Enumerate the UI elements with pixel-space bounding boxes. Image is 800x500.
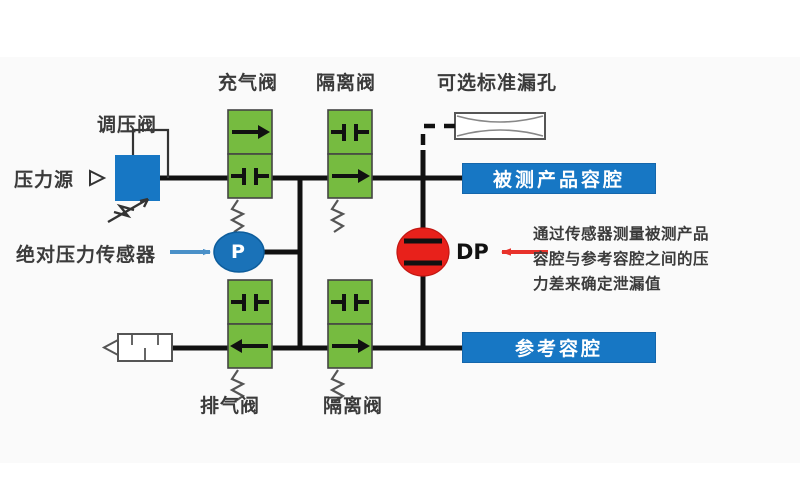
annotation-line-1: 通过传感器测量被测产品 — [533, 225, 710, 243]
label-absolute-pressure-sensor: 绝对压力传感器 — [16, 244, 157, 266]
label-fill-valve: 充气阀 — [218, 72, 279, 94]
product-chamber-box: 被测产品容腔 — [462, 163, 656, 194]
dp-explanation-annotation: 通过传感器测量被测产品 容腔与参考容腔之间的压 力差来确定泄漏值 — [533, 222, 795, 297]
muffler-body — [117, 333, 173, 362]
label-exhaust-valve: 排气阀 — [200, 395, 261, 417]
exhaust-valve-flow-arrow-icon — [230, 339, 268, 353]
muffler-outlet-arrow — [101, 338, 119, 357]
muffler-silencer — [101, 333, 173, 362]
isolation-valve-bottom-blocked-icon — [331, 294, 369, 311]
regulator-adjust-arrow — [107, 197, 150, 224]
pressure-source-inlet-triangle — [89, 169, 107, 187]
optional-leak-orifice — [420, 112, 546, 150]
isolation-valve-top-blocked-icon — [331, 124, 369, 141]
label-pressure-source: 压力源 — [14, 169, 75, 191]
leak-orifice-curve-bottom — [456, 129, 544, 137]
fill-valve-spring-icon — [229, 199, 246, 233]
absolute-pressure-sensor[interactable] — [213, 231, 265, 273]
label-pressure-regulator: 调压阀 — [97, 114, 158, 136]
isolation-valve-top-flow-arrow-icon — [332, 169, 370, 183]
label-optional-leak-orifice: 可选标准漏孔 — [437, 72, 558, 94]
leak-orifice-curve-top — [456, 115, 544, 123]
fill-valve-lower-cell[interactable] — [227, 153, 273, 199]
differential-pressure-sensor[interactable] — [396, 227, 450, 277]
annotation-line-3: 力差来确定泄漏值 — [533, 275, 662, 293]
pressure-regulator — [89, 128, 170, 224]
p-sensor-body[interactable] — [213, 231, 265, 273]
leak-orifice-body — [454, 112, 546, 140]
leak-orifice-dashed-link — [420, 123, 455, 150]
fill-valve-blocked-icon — [231, 168, 269, 185]
label-isolation-valve-bottom: 隔离阀 — [323, 395, 384, 417]
reference-chamber-box: 参考容腔 — [462, 332, 656, 363]
isolation-valve-bottom-spring-icon — [329, 369, 346, 403]
regulator-pilot-line — [131, 128, 170, 178]
label-isolation-valve-top: 隔离阀 — [316, 72, 377, 94]
exhaust-valve-blocked-icon — [231, 294, 269, 311]
fill-valve[interactable] — [227, 109, 273, 233]
isolation-valve-top[interactable] — [327, 109, 373, 233]
isolation-valve-bottom-flow-arrow-icon — [332, 339, 370, 353]
pressure-regulator-body — [115, 155, 160, 201]
annotation-line-2: 容腔与参考容腔之间的压 — [533, 250, 710, 268]
isolation-valve-top-spring-icon — [329, 199, 346, 233]
exhaust-valve[interactable] — [227, 279, 273, 403]
dp-sensor-label: DP — [456, 240, 489, 264]
isolation-valve-bottom[interactable] — [327, 279, 373, 403]
exhaust-valve-spring-icon — [229, 369, 246, 403]
p-sensor-label: P — [231, 241, 245, 263]
muffler-internal-marks — [131, 334, 159, 361]
fill-valve-flow-arrow-icon — [232, 125, 270, 139]
dp-sensor-body[interactable] — [396, 227, 450, 277]
